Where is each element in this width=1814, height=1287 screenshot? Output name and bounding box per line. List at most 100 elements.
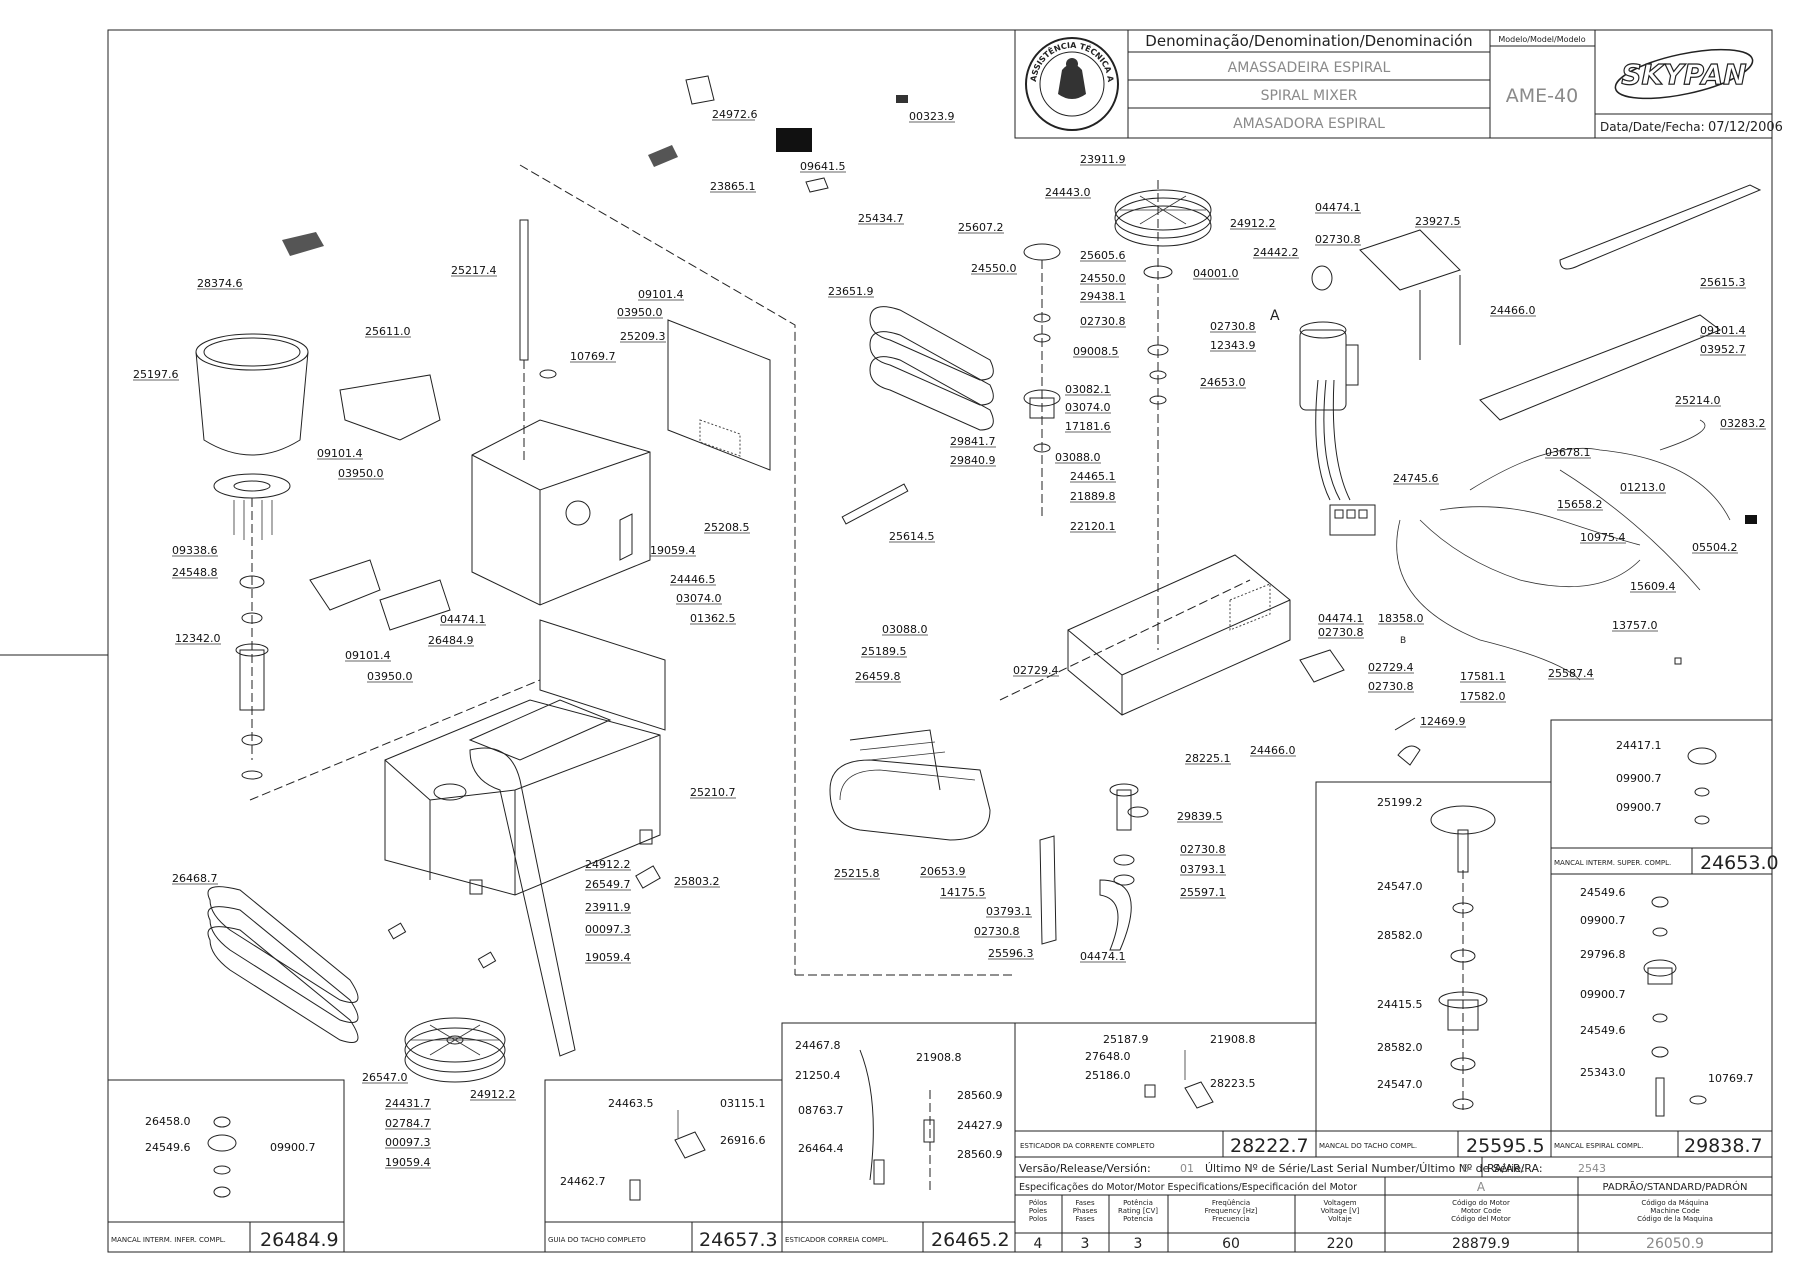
part-label: 25803.2 xyxy=(674,875,720,888)
part-label: 28374.6 xyxy=(197,277,243,290)
emblem xyxy=(648,145,678,167)
col-machine-code-value: 26050.9 xyxy=(1646,1236,1704,1252)
part-label: 29796.8 xyxy=(1580,948,1626,961)
col-rating-h2: Rating [CV] xyxy=(1118,1207,1158,1215)
part-label: 21889.8 xyxy=(1070,490,1116,503)
drawing-border xyxy=(107,29,1773,1253)
part-label: 23911.9 xyxy=(585,901,631,914)
part-label: 25596.3 xyxy=(988,947,1034,960)
part-label: 26484.9 xyxy=(428,634,474,647)
electrical-box xyxy=(1329,504,1376,536)
part-label: 26458.0 xyxy=(145,1115,191,1128)
part-label: 02729.4 xyxy=(1013,664,1059,677)
top-cover-panel xyxy=(1479,314,1722,421)
part-label: 09101.4 xyxy=(638,288,684,301)
motor-spec-table: Versão/Release/Versión: 01 Último Nº de … xyxy=(1014,1156,1773,1253)
ra-label: RA/AR/RA: xyxy=(1487,1162,1543,1175)
col-poles-h1: Pólos xyxy=(1029,1199,1047,1207)
data-plate xyxy=(776,128,812,152)
col-frequency-h2: Frequency [Hz] xyxy=(1205,1207,1258,1215)
col-motor-code-value: 28879.9 xyxy=(1452,1236,1510,1252)
pulley-top-center xyxy=(1114,189,1212,247)
part-label: 24912.2 xyxy=(585,858,631,871)
part-label: 19059.4 xyxy=(650,544,696,557)
date-value: 07/12/2006 xyxy=(1708,120,1783,135)
part-label: 24462.7 xyxy=(560,1175,606,1188)
motor-pulley xyxy=(1311,265,1333,291)
version-value: 01 xyxy=(1180,1162,1194,1175)
part-label: 12343.9 xyxy=(1210,339,1256,352)
motor-spec-label: Especificações do Motor/Motor Especifica… xyxy=(1019,1182,1357,1193)
part-label: 24463.5 xyxy=(608,1097,654,1110)
part-label: 25434.7 xyxy=(858,212,904,225)
col-voltage-value: 220 xyxy=(1327,1236,1354,1252)
part-label: 24466.0 xyxy=(1250,744,1296,757)
part-label: 03950.0 xyxy=(617,306,663,319)
part-label: 03088.0 xyxy=(1055,451,1101,464)
part-label: 25597.1 xyxy=(1180,886,1226,899)
part-label: 23651.9 xyxy=(828,285,874,298)
part-label: 28560.9 xyxy=(957,1148,1003,1161)
part-label: 25187.9 xyxy=(1103,1033,1149,1046)
col-voltage-h2: Voltage [V] xyxy=(1321,1207,1360,1215)
assembly-label: MANCAL ESPIRAL COMPL. xyxy=(1554,1142,1643,1150)
plug-connector xyxy=(1745,515,1757,524)
part-label: 22120.1 xyxy=(1070,520,1116,533)
part-label: 12469.9 xyxy=(1420,715,1466,728)
part-label: 24548.8 xyxy=(172,566,218,579)
part-label: 04001.0 xyxy=(1193,267,1239,280)
part-label: 24549.6 xyxy=(145,1141,191,1154)
name-es: AMASADORA ESPIRAL xyxy=(1233,116,1385,132)
denomination-header: Denominação/Denomination/Denominación xyxy=(1145,32,1472,50)
part-labels: 24972.6 00323.9 09641.5 23865.1 25434.7 … xyxy=(133,108,1766,1169)
assembly-code: 25595.5 xyxy=(1466,1135,1545,1157)
part-label: 04474.1 xyxy=(1318,612,1364,625)
part-label: 09338.6 xyxy=(172,544,218,557)
spiral-shaft xyxy=(519,219,557,460)
part-label: 29841.7 xyxy=(950,435,996,448)
base-frame xyxy=(999,554,1291,716)
assembly-code: 26465.2 xyxy=(931,1229,1010,1251)
part-label: 25189.5 xyxy=(861,645,907,658)
part-label: 10769.7 xyxy=(570,350,616,363)
assembly-code: 24653.0 xyxy=(1700,852,1779,874)
part-label: 25214.0 xyxy=(1675,394,1721,407)
belt-set-center xyxy=(869,306,994,431)
serial-label: Último Nº de Série/Last Serial Number/Úl… xyxy=(1205,1162,1525,1175)
part-label: 24465.1 xyxy=(1070,470,1116,483)
part-label: 24417.1 xyxy=(1616,739,1662,752)
date-label: Data/Date/Fecha: xyxy=(1600,120,1705,134)
col-phases-h3: Fases xyxy=(1075,1215,1095,1223)
part-label: 25215.8 xyxy=(834,867,880,880)
part-label: 29840.9 xyxy=(950,454,996,467)
part-label: 02730.8 xyxy=(974,925,1020,938)
part-label: 03074.0 xyxy=(1065,401,1111,414)
part-label: 23927.5 xyxy=(1415,215,1461,228)
part-label: 03074.0 xyxy=(676,592,722,605)
bowl xyxy=(195,333,309,780)
part-label: 00323.9 xyxy=(909,110,955,123)
assembly-label: MANCAL INTERM. SUPER. COMPL. xyxy=(1554,859,1671,867)
part-label: 24912.2 xyxy=(470,1088,516,1101)
version-label: Versão/Release/Versión: xyxy=(1019,1162,1151,1175)
head-housing xyxy=(471,164,1015,976)
part-label: 03088.0 xyxy=(882,623,928,636)
part-label: 21250.4 xyxy=(795,1069,841,1082)
model-header: Modelo/Model/Modelo xyxy=(1498,35,1585,44)
assembly-esticador-corrente: 25187.9 21908.8 27648.0 25186.0 28223.5 … xyxy=(1014,1022,1317,1158)
part-label: 26549.7 xyxy=(585,878,631,891)
part-label: 10975.4 xyxy=(1580,531,1626,544)
right-assembly-drawing: A B xyxy=(829,180,1762,951)
part-label: 24550.0 xyxy=(1080,272,1126,285)
col-phases-h2: Phases xyxy=(1073,1207,1098,1215)
assembly-mancal-inferior: 26458.0 24549.6 09900.7 MANCAL INTERM. I… xyxy=(107,1079,345,1253)
part-label: 24415.5 xyxy=(1377,998,1423,1011)
title-block: ASSISTÊNCIA TÉCNICA AUTORIZADA Denominaç… xyxy=(0,0,1783,139)
part-label: 24442.2 xyxy=(1253,246,1299,259)
part-label: 03082.1 xyxy=(1065,383,1111,396)
callout-letter-a: A xyxy=(1270,308,1280,324)
part-label: 17582.0 xyxy=(1460,690,1506,703)
part-label: 23865.1 xyxy=(710,180,756,193)
